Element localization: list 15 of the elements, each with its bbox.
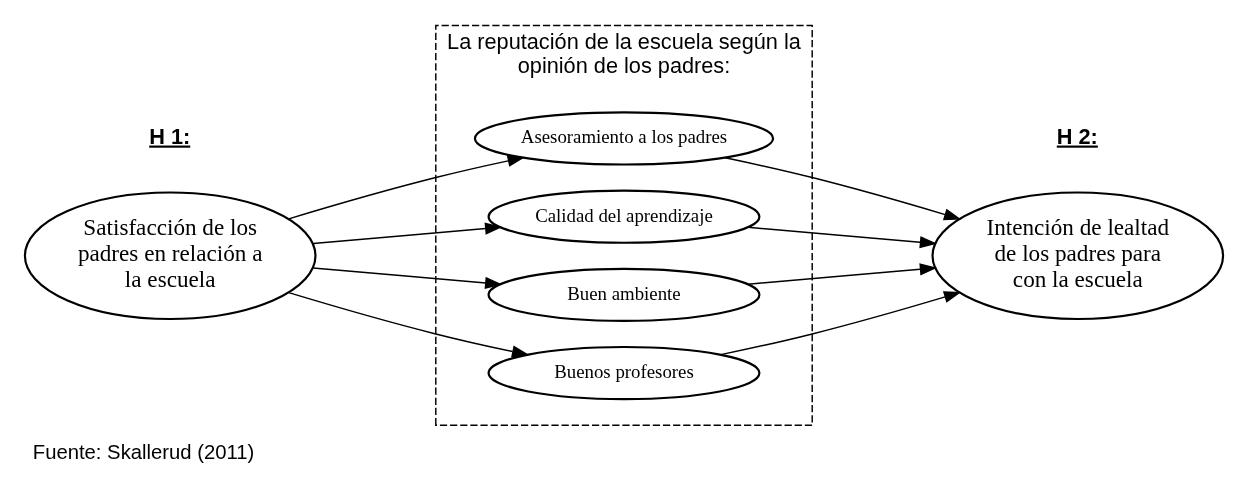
arrow xyxy=(747,263,938,285)
arrow xyxy=(724,157,962,221)
label: H 2: xyxy=(1056,123,1098,149)
node-ellipse: Satisfacción de los padres en relación a la escuela xyxy=(23,191,317,321)
caption: Fuente: Skallerud (2011) xyxy=(32,440,255,463)
node-ellipse: Buen ambiente xyxy=(487,267,761,322)
arrow xyxy=(288,154,525,220)
arrow xyxy=(720,291,962,356)
arrow xyxy=(312,267,503,289)
arrow xyxy=(747,226,938,249)
arrow xyxy=(288,291,530,358)
node-ellipse: Intención de lealtad de los padres para con la escuela xyxy=(931,191,1225,321)
node-ellipse: Calidad del aprendizaje xyxy=(487,189,761,244)
label: H 1: xyxy=(149,123,191,149)
arrow xyxy=(312,222,503,245)
